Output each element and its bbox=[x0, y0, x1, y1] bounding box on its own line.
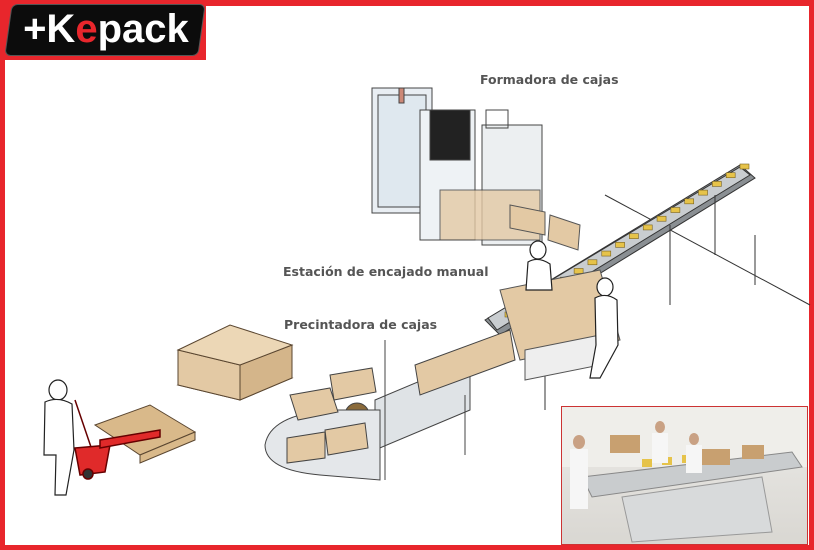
product-item bbox=[684, 198, 695, 205]
label-box-former: Formadora de cajas bbox=[480, 72, 619, 87]
product-item bbox=[587, 259, 598, 266]
photo-scene bbox=[562, 407, 807, 543]
packing-station bbox=[499, 204, 621, 381]
accumulation-table bbox=[264, 367, 381, 481]
product-item bbox=[629, 233, 639, 239]
inset-photo-real-line bbox=[561, 406, 808, 545]
product-item bbox=[712, 181, 722, 187]
product-item bbox=[642, 224, 653, 231]
product-item bbox=[615, 242, 625, 248]
box-former-machine bbox=[371, 87, 543, 246]
product-item bbox=[739, 163, 750, 170]
product-item bbox=[601, 250, 612, 257]
case-sealer bbox=[344, 329, 516, 480]
empty-pallet bbox=[93, 404, 197, 464]
room-outline bbox=[604, 194, 811, 306]
product-item bbox=[656, 215, 667, 222]
product-item bbox=[573, 268, 584, 274]
label-manual-station: Estación de encajado manual bbox=[283, 264, 489, 279]
pallet-jack bbox=[74, 399, 161, 480]
product-item bbox=[698, 189, 708, 196]
product-item bbox=[725, 172, 736, 179]
label-case-sealer: Precintadora de cajas bbox=[284, 317, 438, 332]
loaded-pallet bbox=[176, 324, 294, 401]
operators bbox=[43, 240, 619, 496]
product-item bbox=[670, 207, 681, 213]
